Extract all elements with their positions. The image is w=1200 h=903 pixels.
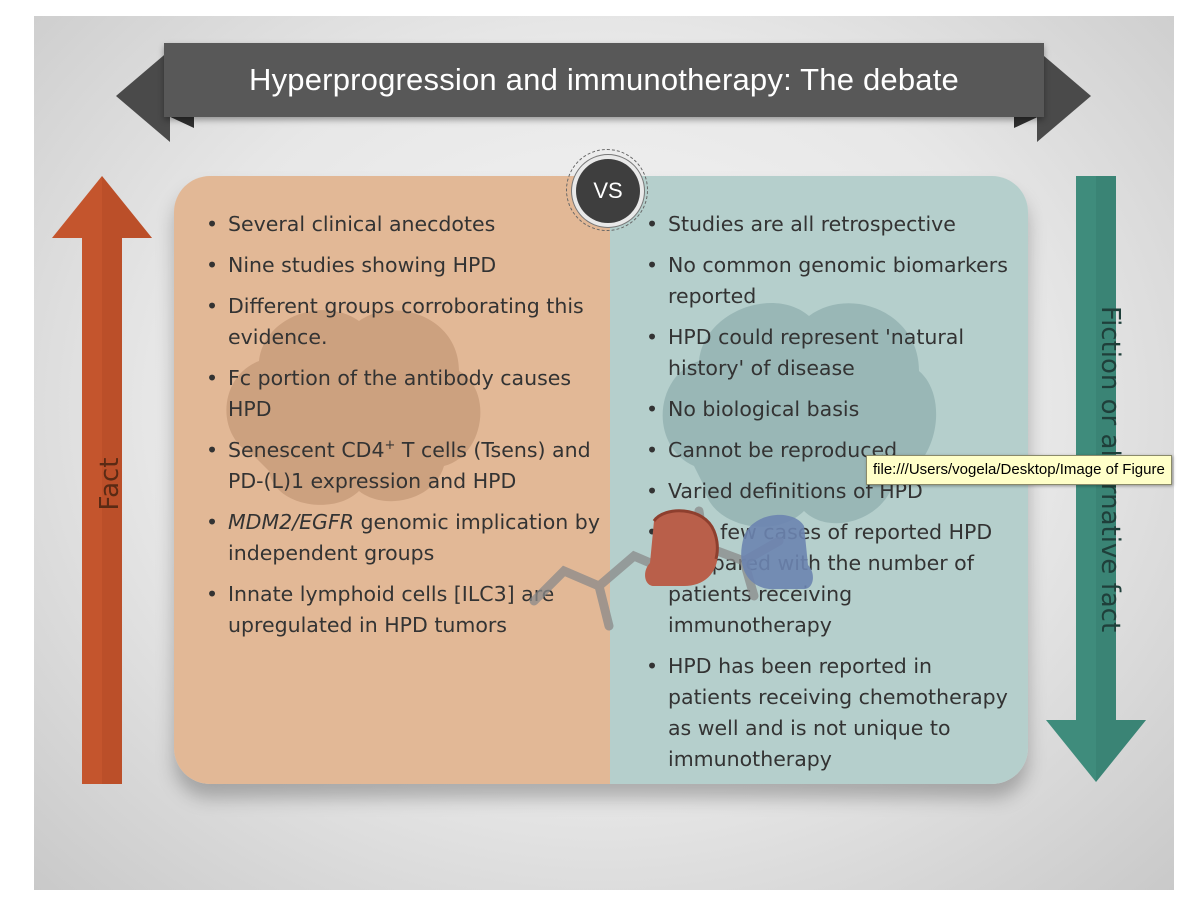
fact-item: Senescent CD4+ T cells (Tsens) and PD-(L… (202, 435, 602, 497)
fact-item: Several clinical anecdotes (202, 209, 602, 240)
fact-arrow-shape (52, 176, 152, 784)
vs-ring (566, 149, 648, 231)
banner-fold-right (1037, 50, 1091, 142)
fiction-item: No common genomic biomarkers reported (642, 250, 1012, 312)
fact-item: Nine studies showing HPD (202, 250, 602, 281)
fact-list: Several clinical anecdotes Nine studies … (202, 209, 602, 651)
fact-item: Different groups corroborating this evid… (202, 291, 602, 353)
fiction-item: Very few cases of reported HPD compared … (642, 517, 1012, 641)
fiction-item: Studies are all retrospective (642, 209, 1012, 240)
fiction-item: Cannot be reproduced (642, 435, 1012, 466)
fact-item: Fc portion of the antibody causes HPD (202, 363, 602, 425)
banner-bar: Hyperprogression and immunotherapy: The … (164, 43, 1044, 117)
vs-badge: VS (576, 159, 640, 223)
red-glove-icon (645, 509, 719, 586)
fiction-list: Studies are all retrospective No common … (642, 209, 1012, 784)
banner-fold-left (116, 50, 170, 142)
fact-arrow (52, 176, 152, 784)
molecule-gloves-icon (529, 506, 813, 631)
title-banner: Hyperprogression and immunotherapy: The … (34, 16, 1174, 146)
infographic: Hyperprogression and immunotherapy: The … (34, 16, 1174, 890)
fiction-item: HPD has been reported in patients receiv… (642, 651, 1012, 775)
fact-item: MDM2/EGFR genomic implication by indepen… (202, 507, 602, 569)
page-title: Hyperprogression and immunotherapy: The … (249, 62, 959, 97)
fact-item: Innate lymphoid cells [ILC3] are upregul… (202, 579, 602, 641)
file-path-tooltip: file:///Users/vogela/Desktop/Image of Fi… (866, 455, 1172, 485)
fiction-item: HPD could represent 'natural history' of… (642, 322, 1012, 384)
fact-label: Fact (95, 457, 125, 511)
fiction-item: No biological basis (642, 394, 1012, 425)
blue-glove-icon (741, 514, 813, 590)
